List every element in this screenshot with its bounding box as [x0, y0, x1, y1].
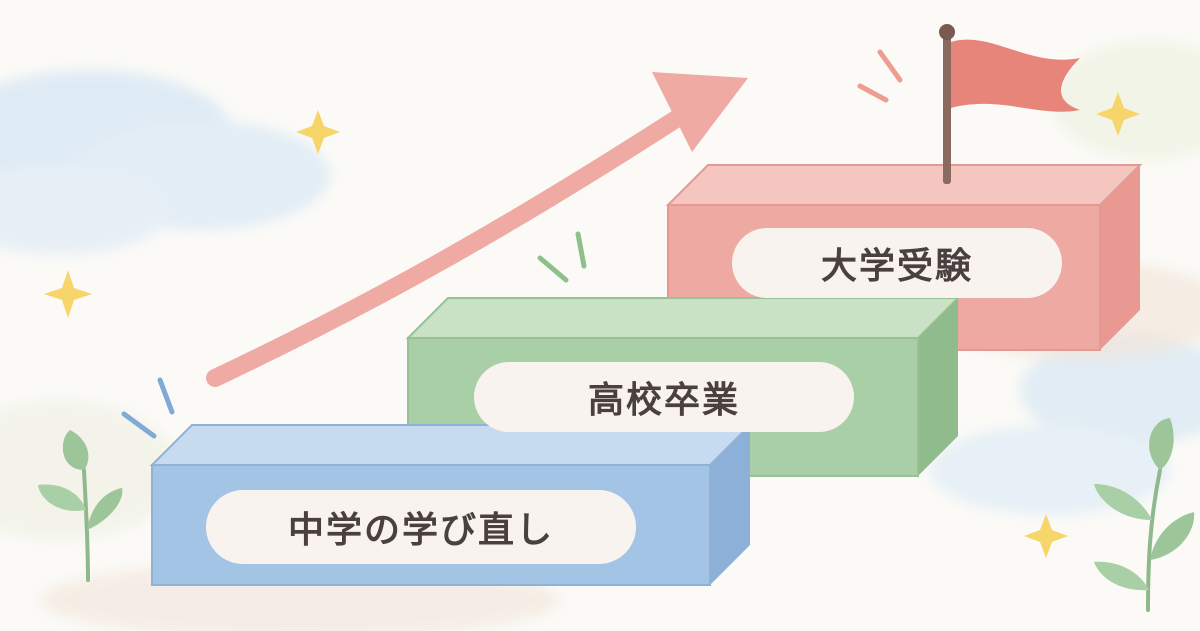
motion-lines-blue: [121, 377, 175, 439]
label-pill-top: [732, 228, 1062, 298]
flag-icon: [939, 24, 1080, 184]
label-pill-middle: [474, 362, 854, 432]
motion-lines-red: [857, 49, 903, 103]
label-pill-bottom: [206, 490, 636, 564]
up-arrow-icon: [206, 72, 748, 387]
step-label-junior-high-relearning: 中学の学び直し: [287, 510, 554, 551]
step-label-high-school-graduation: 高校卒業: [587, 380, 740, 421]
cloud-icon: [0, 70, 330, 255]
sparkle-icon: [44, 92, 1140, 558]
motion-lines-green: [537, 231, 587, 283]
sprout-icon: [38, 430, 123, 582]
sprout-icon: [1094, 418, 1195, 612]
step-label-university-exam: 大学受験: [820, 246, 973, 287]
